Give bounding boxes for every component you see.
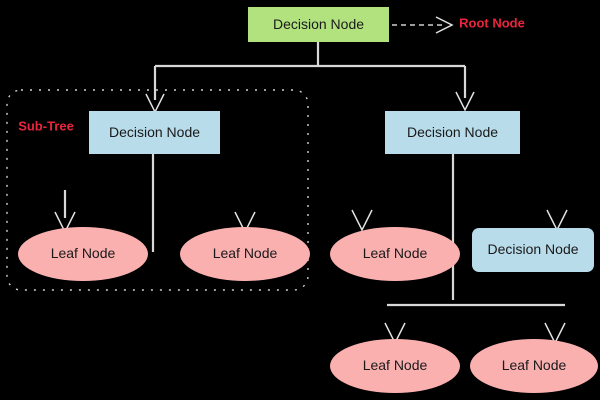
node-leaf-1-shape[interactable] xyxy=(18,227,148,281)
node-leaf-4[interactable]: Leaf Node xyxy=(330,339,460,393)
node-leaf-2-shape[interactable] xyxy=(180,227,310,281)
node-decision-bottom-shape[interactable] xyxy=(472,228,594,272)
annotation-root-node: Root Node xyxy=(459,15,525,30)
node-leaf-3[interactable]: Leaf Node xyxy=(330,227,460,281)
node-leaf-4-shape[interactable] xyxy=(330,339,460,393)
arrowhead-dec-right xyxy=(455,91,475,112)
node-root[interactable]: Decision Node xyxy=(248,7,389,42)
arrowhead-leaf-3 xyxy=(351,209,373,232)
annotation-sub-tree: Sub-Tree xyxy=(18,118,74,133)
node-leaf-3-shape[interactable] xyxy=(330,227,460,281)
edge-root-to-children xyxy=(145,42,475,114)
subtree-region-outline xyxy=(6,89,309,291)
edge-root-annotation xyxy=(392,16,454,34)
node-root-shape[interactable] xyxy=(248,7,389,42)
node-decision-left-shape[interactable] xyxy=(89,111,220,154)
arrowhead-root-note xyxy=(435,16,454,34)
node-decision-left[interactable]: Decision Node xyxy=(89,111,220,154)
edge-decbottom-to-children xyxy=(384,303,566,345)
arrowhead-dec-bottom xyxy=(546,209,568,232)
node-leaf-1[interactable]: Leaf Node xyxy=(18,227,148,281)
node-leaf-5[interactable]: Leaf Node xyxy=(470,339,598,393)
node-leaf-5-shape[interactable] xyxy=(470,339,598,393)
node-decision-right[interactable]: Decision Node xyxy=(385,111,520,154)
node-decision-bottom[interactable]: Decision Node xyxy=(472,228,594,272)
node-decision-right-shape[interactable] xyxy=(385,111,520,154)
node-leaf-2[interactable]: Leaf Node xyxy=(180,227,310,281)
